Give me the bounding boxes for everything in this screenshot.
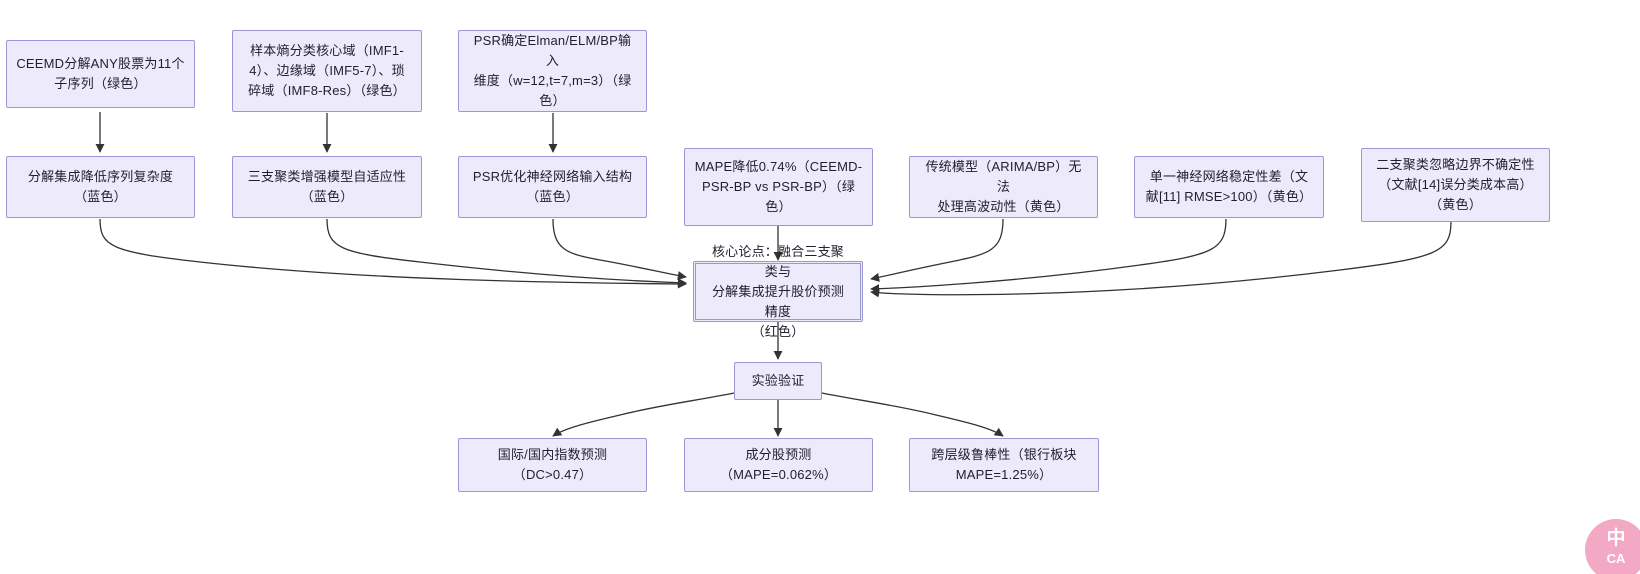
edge-adaptive-to-core — [326, 218, 687, 288]
node-result-index[interactable]: 国际/国内指数预测 （DC>0.47） — [458, 438, 647, 492]
node-ceemd-decompose[interactable]: CEEMD分解ANY股票为11个 子序列（绿色） — [6, 40, 195, 108]
node-three-way-adaptive[interactable]: 三支聚类增强模型自适应性 （蓝色） — [232, 156, 422, 218]
node-result-component[interactable]: 成分股预测 （MAPE=0.062%） — [684, 438, 873, 492]
watermark-bottom-text: CA — [1606, 550, 1626, 566]
edge-experiment-to-index — [552, 392, 735, 437]
watermark-badge: 中 CA — [1585, 519, 1640, 574]
node-decomp-complexity[interactable]: 分解集成降低序列复杂度 （蓝色） — [6, 156, 195, 218]
node-result-robust[interactable]: 跨层级鲁棒性（银行板块 MAPE=1.25%） — [909, 438, 1099, 492]
node-experiment[interactable]: 实验验证 — [734, 362, 822, 400]
node-psr-optimize[interactable]: PSR优化神经网络输入结构 （蓝色） — [458, 156, 647, 218]
edge-twoway-to-core — [870, 221, 1452, 298]
edge-traditional-to-core — [870, 218, 1004, 282]
node-traditional-model[interactable]: 传统模型（ARIMA/BP）无法 处理高波动性（黄色） — [909, 156, 1098, 218]
edge-complexity-to-core — [99, 218, 687, 289]
node-sample-entropy[interactable]: 样本熵分类核心域（IMF1- 4）、边缘域（IMF5-7）、琐 碎域（IMF8-… — [232, 30, 422, 112]
node-core-thesis[interactable]: 核心论点：融合三支聚类与 分解集成提升股价预测精度 （红色） — [693, 244, 863, 339]
node-two-way-cluster[interactable]: 二支聚类忽略边界不确定性 （文献[14]误分类成本高） （黄色） — [1361, 148, 1550, 222]
edge-optimize-to-core — [552, 218, 687, 281]
node-single-nn[interactable]: 单一神经网络稳定性差（文 献[11] RMSE>100）（黄色） — [1134, 156, 1324, 218]
edge-experiment-to-robust — [821, 392, 1004, 437]
node-psr-dimension[interactable]: PSR确定Elman/ELM/BP输入 维度（w=12,t=7,m=3）（绿 色… — [458, 30, 647, 112]
node-mape-drop[interactable]: MAPE降低0.74%（CEEMD- PSR-BP vs PSR-BP）（绿 色… — [684, 148, 873, 226]
watermark-top-text: 中 — [1606, 527, 1626, 549]
edge-singlenn-to-core — [870, 218, 1227, 294]
